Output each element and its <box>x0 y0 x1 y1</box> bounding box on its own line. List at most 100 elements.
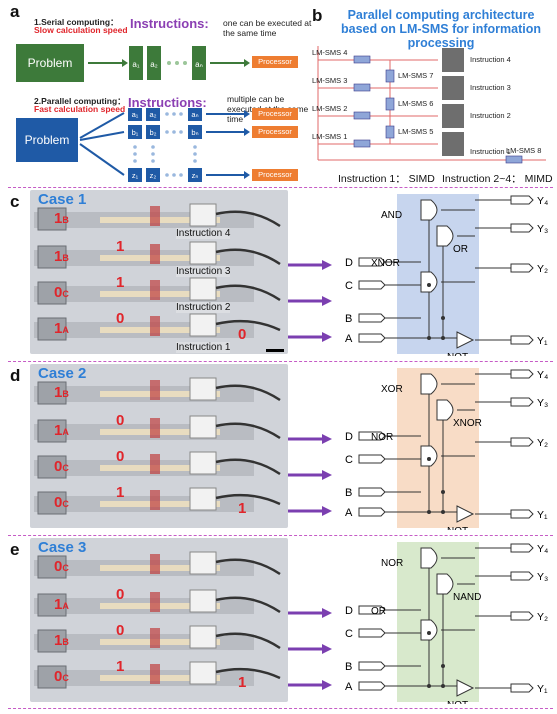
panel-b-footer-left: Instruction 1： SIMD <box>338 173 435 185</box>
input-bit-4: 0C <box>54 668 69 685</box>
arrow-2 <box>288 644 332 654</box>
arrow-1 <box>288 608 332 618</box>
parallel-processor-1: Processor <box>252 108 298 120</box>
input-bit-2: 1B <box>54 248 69 265</box>
case-2-circuit: DCBAY₄Y₃Y₂Y₁XORXNORNORNOT <box>345 368 548 530</box>
output-y2: Y₂ <box>537 437 548 449</box>
instr-2: Instruction 2 <box>470 111 511 120</box>
mid-bit-2: 1 <box>116 274 125 291</box>
sms-3: LM-SMS 3 <box>312 76 347 85</box>
sms-4: LM-SMS 4 <box>312 48 347 57</box>
arrow-1 <box>288 434 332 444</box>
input-B: B <box>345 661 352 673</box>
serial-processor: Processor <box>252 56 298 68</box>
parallel-processor-3: Processor <box>252 169 298 181</box>
instr-3: Instruction 3 <box>470 83 511 92</box>
panel-a-letter: a <box>10 2 20 21</box>
mid-bit-3: 1 <box>116 658 125 675</box>
input-bit-3: 1B <box>54 632 69 649</box>
serial-cell-2: a₂ <box>150 60 158 69</box>
instr-1: Instruction 1 <box>470 147 511 156</box>
photo-instruction-3: Instruction 2 <box>176 302 231 313</box>
divider-2 <box>8 361 553 362</box>
output-y2: Y₂ <box>537 263 548 275</box>
mid-bit-3: 1 <box>116 484 125 501</box>
scale-bar <box>266 349 284 352</box>
input-C: C <box>345 628 353 640</box>
serial-instructions-label: Instructions: <box>130 16 209 31</box>
gate-not: NOT <box>447 352 468 356</box>
sms-6: LM-SMS 6 <box>398 99 433 108</box>
par-b1: b₁ <box>132 128 139 137</box>
case-3-title: Case 3 <box>38 539 87 556</box>
gate-g2: XNOR <box>453 418 482 429</box>
output-y1: Y₁ <box>537 509 548 521</box>
serial-cell-1: a₁ <box>132 60 139 69</box>
gate-g1: XOR <box>381 384 403 395</box>
mid-bit-2: 0 <box>116 622 125 639</box>
par-b2: b₂ <box>149 128 156 137</box>
case-1-title: Case 1 <box>38 191 87 208</box>
sms-5: LM-SMS 5 <box>398 127 433 136</box>
mid-bit-3: 0 <box>116 310 125 327</box>
panel-b-architecture: LM-SMS 4 LM-SMS 3 LM-SMS 2 LM-SMS 1 LM-S… <box>312 46 546 164</box>
input-bit-2: 1A <box>54 422 69 439</box>
serial-title: 1.Serial computing： <box>34 17 119 27</box>
input-bit-1: 1B <box>54 384 69 401</box>
panel-c-letter: c <box>10 192 20 211</box>
gate-g1: NOR <box>381 558 403 569</box>
gate-g3: XNOR <box>371 258 400 269</box>
par-a1: a₁ <box>132 110 139 119</box>
sms-8: LM-SMS 8 <box>506 146 541 155</box>
case-1-circuit: DCBAY₄Y₃Y₂Y₁ANDORXNORNOT <box>345 194 548 356</box>
input-C: C <box>345 454 353 466</box>
gate-g1: AND <box>381 210 402 221</box>
arrow-3 <box>288 680 332 690</box>
par-bn: bₙ <box>191 128 198 137</box>
gate-g3: NOR <box>371 432 393 443</box>
output-y3: Y₃ <box>537 571 548 583</box>
serial-cell-n: aₙ <box>195 60 203 69</box>
photo-illustration <box>34 551 281 689</box>
serial-subtitle: Slow calculation speed <box>34 25 128 35</box>
arrow-1 <box>288 260 332 270</box>
sms-1: LM-SMS 1 <box>312 132 347 141</box>
serial-note: one can be executed at the same time <box>223 18 312 38</box>
input-bit-2: 1A <box>54 596 69 613</box>
output-y3: Y₃ <box>537 397 548 409</box>
mid-bit-2: 0 <box>116 448 125 465</box>
arrow-3 <box>288 332 332 342</box>
output-y4: Y₄ <box>537 543 548 555</box>
output-y3: Y₃ <box>537 223 548 235</box>
gate-g2: OR <box>453 244 468 255</box>
par-an: aₙ <box>191 110 198 119</box>
photo-instruction-2: Instruction 3 <box>176 266 231 277</box>
gate-g3: OR <box>371 606 386 617</box>
input-bit-3: 0C <box>54 284 69 301</box>
arrow-3 <box>288 506 332 516</box>
input-D: D <box>345 257 353 269</box>
input-bit-4: 1A <box>54 320 69 337</box>
output-y1: Y₁ <box>537 335 548 347</box>
photo-illustration <box>34 203 281 341</box>
par-zn: zₙ <box>192 171 199 180</box>
case-3-circuit: DCBAY₄Y₃Y₂Y₁NORNANDORNOT <box>345 542 548 704</box>
instr-4: Instruction 4 <box>470 55 511 64</box>
input-A: A <box>345 681 353 693</box>
mid-bit-1: 1 <box>116 238 125 255</box>
output-y2: Y₂ <box>537 611 548 623</box>
input-A: A <box>345 507 353 519</box>
gate-g2: NAND <box>453 592 481 603</box>
photo-instruction-1: Instruction 4 <box>176 228 231 239</box>
input-bit-1: 0C <box>54 558 69 575</box>
divider-4 <box>8 708 553 709</box>
arrow-2 <box>288 470 332 480</box>
input-B: B <box>345 313 352 325</box>
arrow-2 <box>288 296 332 306</box>
par-a2: a₂ <box>149 110 156 119</box>
parallel-problem-box: Problem <box>16 118 78 162</box>
input-bit-4: 0C <box>54 494 69 511</box>
mid-bit-1: 0 <box>116 412 125 429</box>
end-bit: 0 <box>238 326 247 343</box>
divider-1 <box>8 187 553 188</box>
